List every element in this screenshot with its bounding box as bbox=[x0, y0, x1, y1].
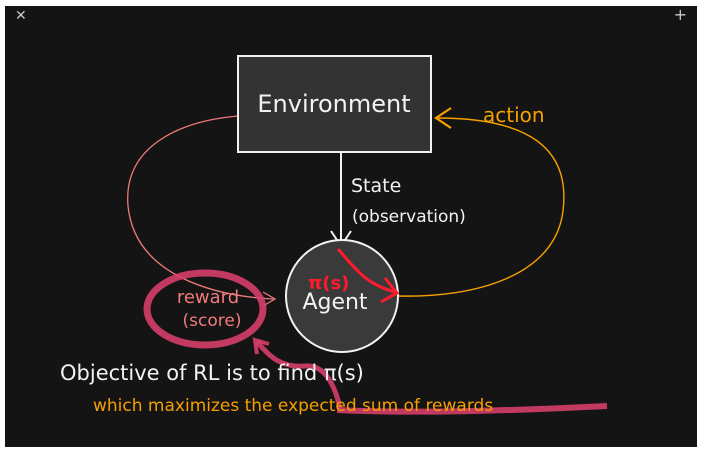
score-label: (score) bbox=[183, 311, 242, 331]
policy-arrowhead bbox=[380, 277, 400, 304]
rl-loop-diagram: Environment State (observation) action π… bbox=[60, 55, 608, 416]
objective-line-2: which maximizes the expected sum of rewa… bbox=[93, 396, 493, 416]
agent-circle bbox=[285, 239, 399, 353]
close-icon[interactable]: ✕ bbox=[15, 8, 27, 24]
environment-label: Environment bbox=[257, 90, 410, 118]
whiteboard-canvas[interactable]: ✕ + Environment State (observation) acti… bbox=[5, 6, 697, 447]
plus-icon[interactable]: + bbox=[673, 6, 687, 24]
reward-label: reward bbox=[177, 287, 239, 308]
reward-arrowhead bbox=[262, 291, 277, 307]
highlight-connector bbox=[255, 340, 343, 409]
policy-label: π(s) bbox=[308, 273, 349, 294]
environment-box bbox=[237, 55, 432, 153]
agent-label: Agent bbox=[302, 290, 367, 315]
observation-label: (observation) bbox=[352, 207, 466, 227]
expected-sum-underline bbox=[336, 403, 608, 415]
reward-highlight bbox=[143, 269, 267, 349]
connector-arrowhead bbox=[252, 337, 270, 355]
reward-loop-arrow bbox=[127, 115, 274, 300]
action-loop-arrow bbox=[397, 117, 565, 297]
action-label: action bbox=[483, 103, 545, 127]
objective-line-1: Objective of RL is to find π(s) bbox=[60, 361, 364, 385]
state-label: State bbox=[351, 175, 401, 197]
action-arrowhead bbox=[434, 107, 452, 129]
policy-arrow bbox=[336, 247, 396, 294]
